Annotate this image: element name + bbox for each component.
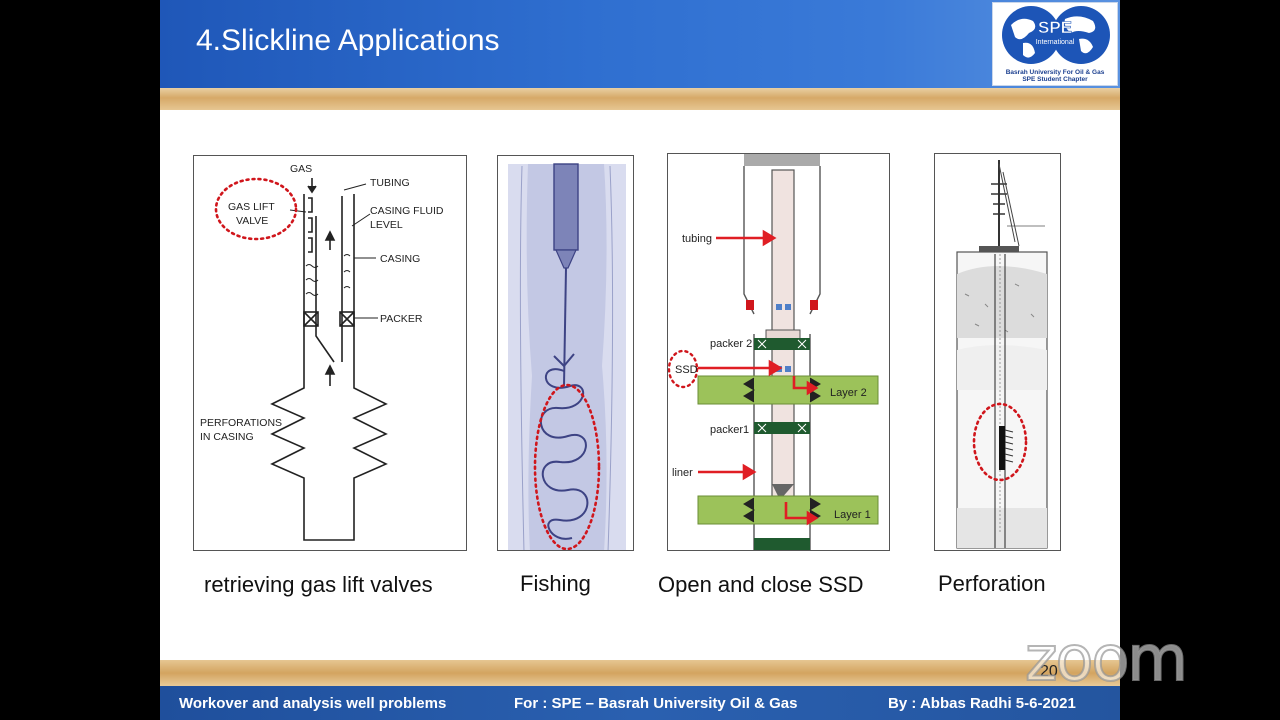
gas-lift-diagram-panel: GAS TUBING GAS LIFT VALVE CASING FLUID L… — [193, 155, 467, 551]
label-liner: liner — [672, 467, 693, 479]
logo-caption-line-2: SPE Student Chapter — [1022, 76, 1088, 83]
fishing-image-panel — [497, 155, 634, 551]
label-casing: CASING — [380, 253, 420, 265]
bottom-accent-band — [160, 660, 1120, 686]
slide-footer: Workover and analysis well problems For … — [160, 686, 1120, 720]
label-gas: GAS — [290, 163, 312, 175]
ssd-diagram-panel: tubing packer 2 SSD Layer 2 packer1 line… — [667, 153, 890, 551]
spe-logo: SPE International Basrah University For … — [992, 2, 1118, 86]
page-number: 20 — [1040, 663, 1058, 680]
label-gas-lift-valve-1: GAS LIFT — [228, 201, 275, 213]
zoom-watermark: zoom — [1024, 621, 1189, 696]
label-packer1: packer1 — [710, 424, 749, 436]
slide-header: 4.Slickline Applications SPE Internation… — [160, 0, 1120, 88]
globe-logo-icon: SPE International — [1002, 6, 1110, 64]
label-perforations-2: IN CASING — [200, 431, 254, 443]
perforation-diagram — [956, 160, 1048, 549]
ssd-highlight — [668, 349, 699, 389]
footer-center-text: For : SPE – Basrah University Oil & Gas — [514, 695, 798, 712]
perforation-diagram-panel — [934, 153, 1061, 551]
label-tubing: TUBING — [370, 177, 410, 189]
caption-gas-lift: retrieving gas lift valves — [204, 572, 433, 597]
label-perforations-1: PERFORATIONS — [200, 417, 282, 429]
caption-perforation: Perforation — [938, 571, 1046, 596]
label-ssd: SSD — [675, 364, 698, 376]
caption-fishing: Fishing — [520, 571, 591, 596]
ssd-diagram: tubing packer 2 SSD Layer 2 packer1 line… — [668, 154, 879, 550]
fish-highlight — [533, 383, 601, 550]
gas-lift-valve-highlight — [214, 177, 298, 241]
label-gas-lift-valve-2: VALVE — [236, 215, 268, 227]
footer-left-text: Workover and analysis well problems — [179, 695, 447, 712]
label-layer1: Layer 1 — [834, 509, 871, 521]
label-tubing-ssd: tubing — [682, 233, 712, 245]
label-packer2: packer 2 — [710, 338, 752, 350]
caption-ssd: Open and close SSD — [658, 572, 864, 597]
label-layer2: Layer 2 — [830, 387, 867, 399]
footer-right-text: By : Abbas Radhi 5-6-2021 — [888, 695, 1076, 712]
gas-lift-diagram: GAS TUBING GAS LIFT VALVE CASING FLUID L… — [200, 163, 444, 541]
slide-title: 4.Slickline Applications — [196, 24, 500, 57]
label-packer: PACKER — [380, 313, 423, 325]
top-accent-band — [160, 88, 1120, 110]
svg-text:SPE: SPE — [1038, 18, 1072, 37]
svg-text:International: International — [1036, 39, 1075, 46]
label-casing-fluid-1: CASING FLUID — [370, 205, 444, 217]
logo-caption: Basrah University For Oil & Gas SPE Stud… — [993, 69, 1117, 83]
fishing-image — [498, 156, 633, 550]
label-casing-fluid-2: LEVEL — [370, 219, 403, 231]
logo-caption-line-1: Basrah University For Oil & Gas — [1005, 69, 1105, 76]
presentation-slide: 4.Slickline Applications SPE Internation… — [160, 0, 1120, 720]
perforating-gun-highlight — [972, 402, 1028, 482]
